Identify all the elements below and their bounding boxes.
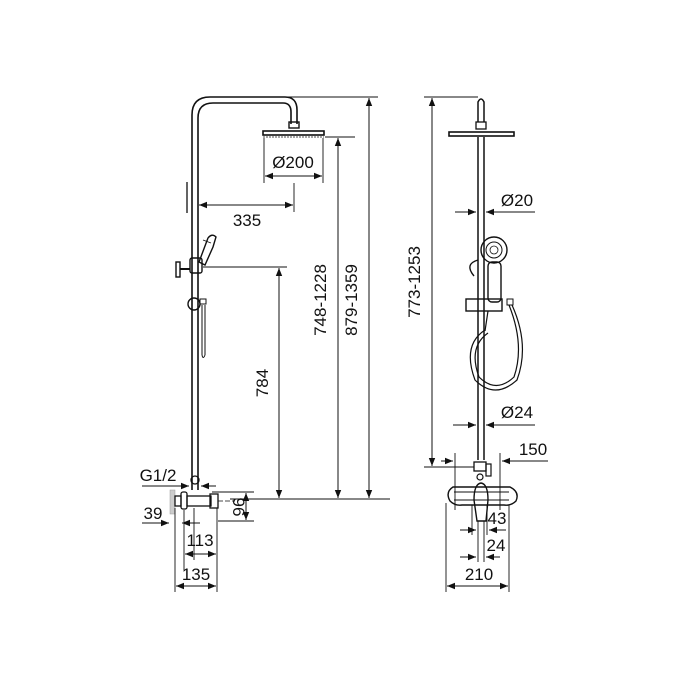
svg-text:43: 43 (488, 509, 507, 528)
side-view: Ø200 335 784 748-1228 879-1359 (140, 96, 390, 592)
svg-text:96: 96 (229, 498, 248, 517)
shower-riser-pipe (191, 96, 300, 490)
dim-head-diameter: Ø200 (263, 138, 324, 183)
svg-text:784: 784 (253, 369, 272, 397)
dim-lower-pipe-diameter: Ø24 (453, 403, 535, 429)
svg-text:748-1228: 748-1228 (311, 264, 330, 336)
svg-text:39: 39 (144, 504, 163, 523)
svg-text:Ø200: Ø200 (272, 153, 314, 172)
svg-text:150: 150 (519, 440, 547, 459)
svg-text:Ø24: Ø24 (501, 403, 533, 422)
svg-text:G1/2: G1/2 (140, 466, 177, 485)
dim-total-height-range: 879-1359 (285, 96, 378, 498)
shower-hose (469, 298, 524, 391)
dim-total-depth: 135 (176, 565, 216, 590)
svg-text:135: 135 (182, 565, 210, 584)
svg-text:879-1359: 879-1359 (342, 264, 361, 336)
svg-text:113: 113 (186, 531, 213, 550)
svg-text:24: 24 (487, 536, 506, 555)
dim-head-height-range: 748-1228 (311, 136, 355, 498)
hand-shower (175, 234, 217, 358)
svg-text:773-1253: 773-1253 (405, 246, 424, 318)
dim-arm-reach: 335 (199, 183, 295, 230)
dim-handle-offset: 43 (460, 509, 507, 534)
hand-shower-front (465, 236, 508, 332)
front-view: 773-1253 Ø20 Ø24 150 (405, 96, 548, 592)
dim-thread: G1/2 (140, 466, 216, 490)
dim-inlet-spacing: 150 (441, 440, 548, 510)
overhead-shower-head (262, 130, 325, 136)
mixer-front (447, 482, 518, 522)
dim-mixer-height: 96 (212, 491, 254, 522)
dim-spout-width: 24 (460, 536, 506, 561)
svg-text:210: 210 (465, 565, 493, 584)
svg-text:335: 335 (233, 211, 261, 230)
dim-holder-height: 784 (203, 266, 287, 498)
dim-wall-offset: 39 (142, 504, 200, 527)
dim-mixer-width: 210 (447, 565, 508, 590)
dim-front-height-range: 773-1253 (405, 96, 478, 468)
dim-upper-pipe-diameter: Ø20 (455, 191, 535, 216)
svg-text:Ø20: Ø20 (501, 191, 533, 210)
dim-mixer-depth: 113 (185, 531, 216, 558)
mixer-side (169, 475, 235, 515)
